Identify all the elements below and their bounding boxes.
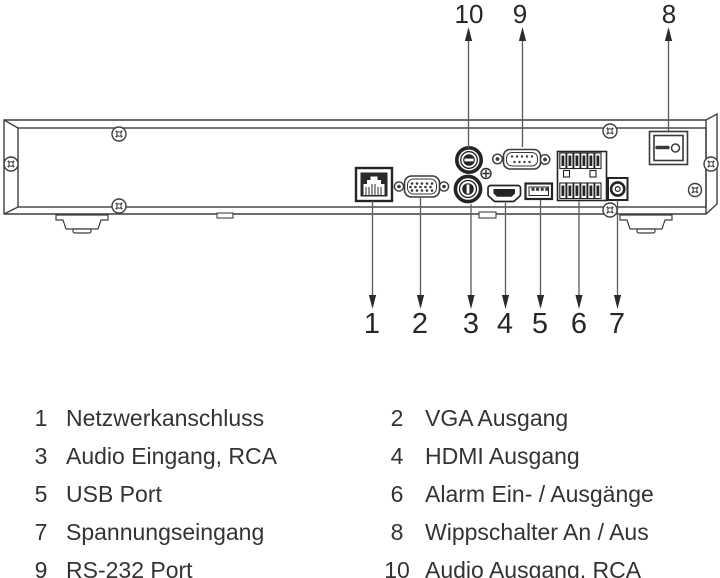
legend-number: 3: [34, 442, 48, 469]
legend-row: 5 USB Port 6 Alarm Ein- / Ausgänge: [0, 475, 720, 513]
legend-label: Alarm Ein- / Ausgänge: [425, 480, 654, 507]
callout-number-2: 2: [411, 308, 429, 340]
usb-port: [524, 182, 554, 201]
network-port: [354, 166, 394, 203]
legend-label: Audio Eingang, RCA: [66, 442, 277, 469]
callout-number-8: 8: [661, 0, 677, 29]
legend-number: 8: [390, 518, 404, 545]
legend-number: 6: [390, 480, 404, 507]
callout-number-4: 4: [496, 308, 514, 340]
legend-label: VGA Ausgang: [425, 404, 569, 431]
legend-row: 9 RS-232 Port 10 Audio Ausgang, RCA: [0, 551, 720, 578]
callout-number-6: 6: [570, 308, 588, 340]
callout-number-1: 1: [363, 308, 381, 340]
legend-number: 7: [34, 518, 48, 545]
legend-number: 2: [390, 404, 404, 431]
legend-number: 10: [384, 556, 410, 578]
legend-label: Audio Ausgang, RCA: [425, 556, 642, 578]
foot-left: [55, 214, 109, 234]
legend-number: 5: [34, 480, 48, 507]
legend-number: 9: [34, 556, 48, 578]
callout-number-9: 9: [512, 0, 528, 29]
legend-row: 7 Spannungseingang 8 Wippschalter An / Aus: [0, 513, 720, 551]
callout-lines: [371, 40, 670, 297]
legend-label: Netzwerkanschluss: [66, 404, 265, 431]
alarm-terminal-block: [556, 150, 608, 202]
legend-label: HDMI Ausgang: [425, 442, 580, 469]
bottom-notch-left: [216, 212, 234, 219]
bottom-notch-center: [478, 211, 497, 219]
callout-number-5: 5: [531, 308, 549, 340]
rs232-port: [492, 148, 551, 170]
power-switch: [648, 130, 689, 166]
vga-port: [393, 175, 450, 198]
legend-label: Spannungseingang: [66, 518, 265, 545]
legend-label: Wippschalter An / Aus: [425, 518, 649, 545]
callout-number-7: 7: [608, 308, 626, 340]
legend-label: USB Port: [66, 480, 162, 507]
panel-screws: [3, 123, 719, 218]
plus-mark-icon: [480, 167, 492, 180]
legend-row: 1 Netzwerkanschluss 2 VGA Ausgang: [0, 399, 720, 437]
callout-arrowheads: [368, 27, 673, 309]
audio-input-rca: [453, 174, 483, 204]
callout-number-10: 10: [454, 0, 484, 29]
legend-number: 4: [390, 442, 404, 469]
foot-right: [619, 214, 673, 234]
legend-row: 3 Audio Eingang, RCA 4 HDMI Ausgang: [0, 437, 720, 475]
callout-number-3: 3: [462, 308, 480, 340]
dc-power-jack: [607, 177, 629, 201]
rear-panel-diagram: [3, 27, 719, 309]
legend-number: 1: [34, 404, 48, 431]
hdmi-port: [487, 184, 522, 203]
legend-label: RS-232 Port: [66, 556, 193, 578]
audio-output-rca: [454, 146, 483, 175]
